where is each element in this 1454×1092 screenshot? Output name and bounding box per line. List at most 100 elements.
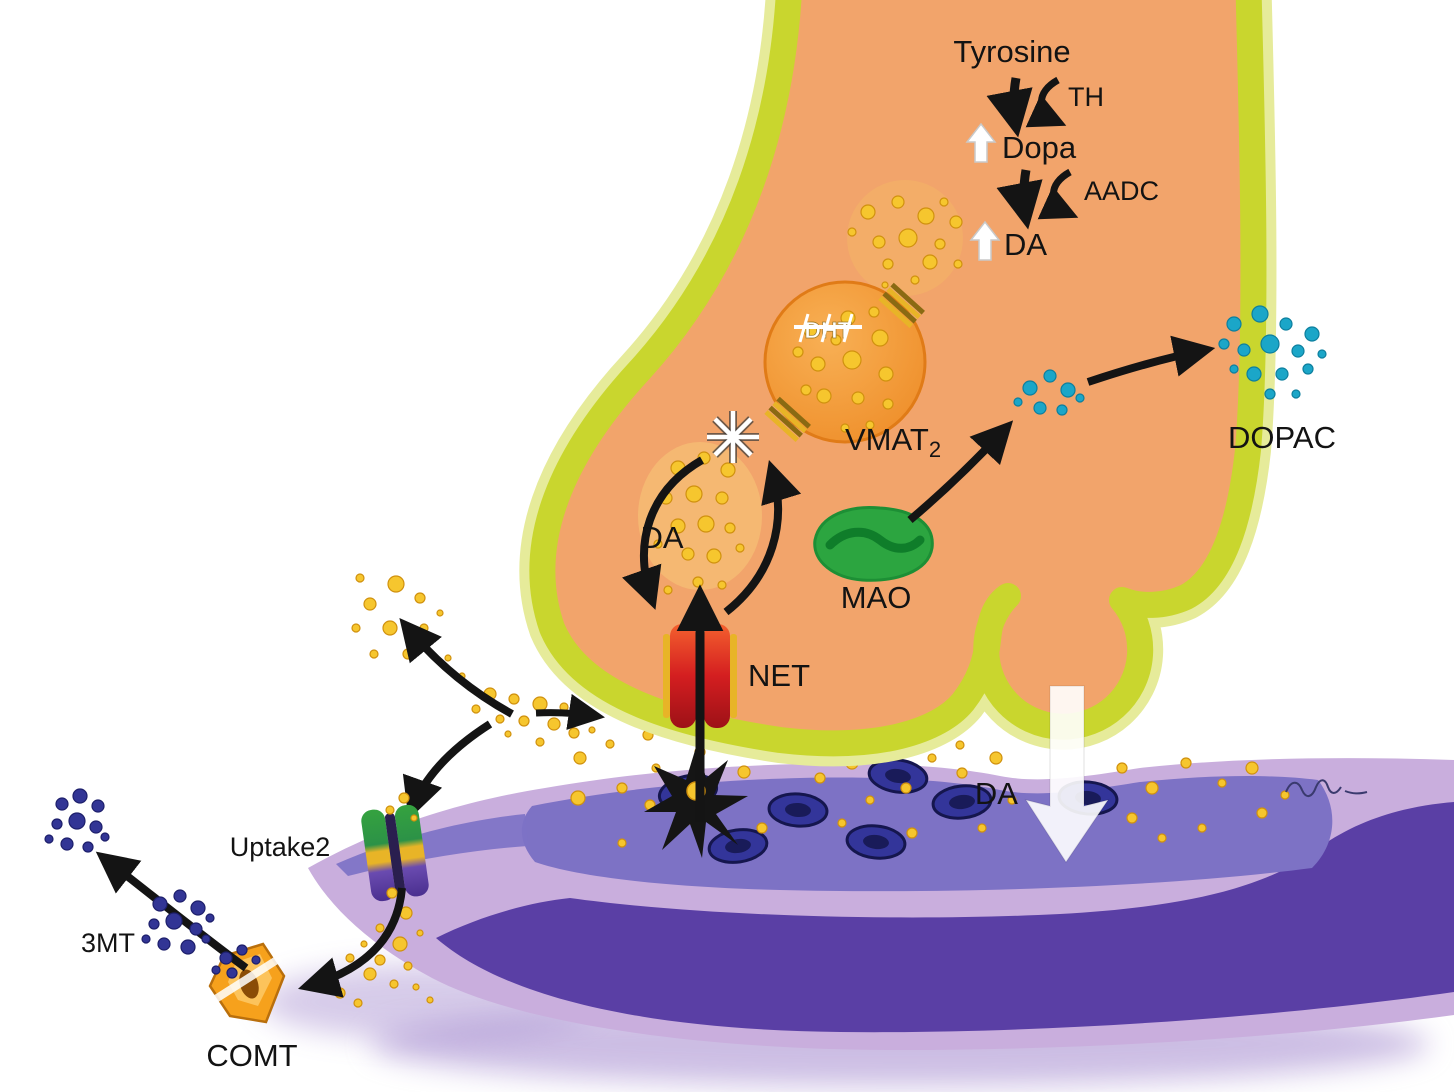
da-dot: [792, 346, 804, 358]
dopac-dot: [1060, 382, 1076, 398]
da-dot: [872, 235, 886, 249]
dopac-label: DOPAC: [1228, 420, 1336, 455]
comt-pass-through: [211, 954, 283, 1004]
da-dot: [810, 356, 826, 372]
arrow-dopa-to-da: [996, 169, 1043, 230]
dopac-dot: [1302, 363, 1314, 375]
net-gold-stripe-right: [730, 634, 737, 718]
da-dot: [868, 306, 880, 318]
da-dot: [410, 814, 418, 822]
arrow-tyrosine-to-dopa: [986, 77, 1033, 138]
da-dot: [402, 648, 414, 660]
metabolite-dot: [251, 955, 261, 965]
da-dot: [375, 923, 385, 933]
da-dot: [1126, 812, 1138, 824]
artist-signature: [1285, 779, 1368, 797]
metabolite-dot: [91, 799, 105, 813]
da-dot: [737, 765, 751, 779]
da-dot: [1197, 823, 1207, 833]
da-dot: [1217, 778, 1227, 788]
vmat2-label: VMAT2: [845, 422, 941, 462]
da-dot: [955, 740, 965, 750]
da-dot: [495, 714, 505, 724]
metabolite-dot: [205, 913, 215, 923]
da-dot: [800, 384, 812, 396]
metabolite-dot: [152, 896, 168, 912]
3mt-dots-at-comt: [211, 944, 261, 979]
da-dot: [865, 420, 875, 430]
dopac-dot: [1013, 397, 1023, 407]
vmat2-label-sub: 2: [929, 437, 941, 462]
da-dot: [363, 597, 377, 611]
dopa-increase-arrow: [965, 122, 997, 163]
da-dot: [382, 620, 398, 636]
da-dot: [1116, 762, 1128, 774]
dopac-dot: [1260, 334, 1280, 354]
dopac-dot: [1246, 366, 1262, 382]
synthesis-pathway: [965, 76, 1079, 261]
dopac-dot: [1056, 404, 1068, 416]
da-dot: [471, 704, 481, 714]
dopac-dot: [1251, 305, 1269, 323]
da-dot: [927, 753, 937, 763]
metabolite-dot: [100, 832, 110, 842]
uptake2-label: Uptake2: [230, 832, 331, 862]
da-dot: [681, 547, 695, 561]
da-dot: [865, 795, 875, 805]
dopac-dot: [1226, 316, 1242, 332]
da-dot: [953, 259, 963, 269]
da-dot: [386, 887, 398, 899]
da-dot: [922, 254, 938, 270]
dopac-dot: [1075, 393, 1085, 403]
da-dot: [840, 423, 850, 433]
da-dot: [355, 573, 365, 583]
da-dot: [830, 334, 842, 346]
da-dot: [573, 751, 587, 765]
dopac-dot: [1022, 380, 1038, 396]
da-dot: [891, 195, 905, 209]
mao-label: MAO: [841, 580, 912, 615]
dopac-dot: [1317, 349, 1327, 359]
aadc-cycle-arrow: [1037, 168, 1079, 220]
uptake2-entering-da-dots: [385, 792, 418, 822]
da-dot: [816, 388, 832, 404]
th-cycle-arrow: [1025, 76, 1067, 128]
da-dot: [878, 366, 894, 382]
da-pool-label: DA: [640, 520, 683, 555]
da-dot: [706, 548, 722, 564]
da-dot: [351, 623, 361, 633]
mao-mitochondrion: [813, 505, 934, 582]
dopac-dot: [1237, 343, 1251, 357]
net-gold-stripe-left: [663, 634, 670, 718]
dopac-dot: [1304, 326, 1320, 342]
metabolite-dot: [226, 967, 238, 979]
crossed-out-mark: [707, 411, 759, 463]
metabolite-dot: [82, 841, 94, 853]
da-dot: [900, 782, 912, 794]
metabolite-dot: [211, 965, 221, 975]
newly-synthesized-da-dots: [847, 195, 963, 289]
uptake2-pore: [384, 813, 406, 893]
da-dot: [416, 929, 424, 937]
da-dot: [389, 979, 399, 989]
da-dot: [436, 609, 444, 617]
da-dot: [917, 207, 935, 225]
da-dot: [414, 592, 426, 604]
da-dot: [353, 998, 363, 1008]
net-capsule-right: [704, 624, 730, 728]
3mt-label: 3MT: [81, 928, 135, 958]
metabolite-dot: [201, 934, 211, 944]
metabolite-dot: [72, 788, 88, 804]
th-label: TH: [1068, 82, 1104, 112]
da-dot: [398, 792, 410, 804]
da-dot: [387, 575, 405, 593]
da-dot: [724, 522, 736, 534]
dopac-dots-small: [1013, 369, 1085, 416]
da-dot: [1245, 761, 1259, 775]
da-dot: [374, 954, 386, 966]
da-dot: [910, 275, 920, 285]
da-dot: [1145, 781, 1159, 795]
da-dot: [369, 649, 379, 659]
